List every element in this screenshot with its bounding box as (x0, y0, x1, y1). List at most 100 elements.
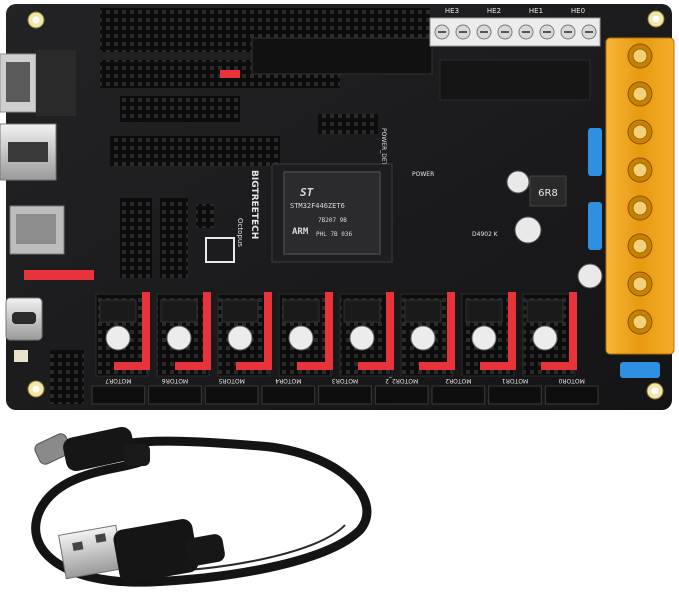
jumper-top (220, 70, 240, 78)
header-block-d (50, 350, 84, 404)
motor-label: MOTOR6 (162, 377, 188, 384)
btt-logo (205, 237, 235, 263)
fuse-bottom (620, 362, 660, 378)
reset-button (14, 350, 28, 362)
aux-headers (120, 96, 240, 122)
motor-label: MOTOR2 (445, 377, 471, 384)
motor-label: MOTOR3 (332, 377, 358, 384)
capacitor-a (506, 170, 530, 194)
driver-socket (522, 292, 577, 377)
driver-socket (461, 292, 516, 377)
cable-loop (31, 436, 372, 587)
mcu-package (283, 171, 381, 255)
jumper-vertical (569, 292, 577, 370)
driver-socket (400, 292, 455, 377)
driver-socket (156, 292, 211, 377)
power-section: 6R8 D4902 K POWER (412, 59, 660, 378)
brand-text: BIGTREETECH (249, 170, 259, 239)
header-block-c (196, 204, 214, 228)
jumper-horizontal (236, 362, 272, 370)
heater-label: HE0 (571, 7, 585, 15)
jumper-vertical (508, 292, 516, 370)
capacitor-b (514, 216, 542, 244)
jumper-vertical (142, 292, 150, 370)
driver-socket (217, 292, 272, 377)
jumper-vertical (447, 292, 455, 370)
heater-label: HE3 (445, 7, 459, 15)
driver-capacitor (349, 325, 375, 351)
main-terminal-block (605, 37, 675, 355)
motor-label: MOTOR0 (558, 377, 584, 384)
jumper-horizontal (480, 362, 516, 370)
diode-label: D4902 K (472, 231, 499, 238)
driver-capacitor (105, 325, 131, 351)
mosfet-row (439, 59, 591, 101)
stepper-driver-sockets (95, 292, 577, 377)
motor-connector (91, 385, 146, 405)
left-edge-connectors (0, 50, 76, 362)
motor-connector (148, 385, 202, 405)
driver-socket (339, 292, 394, 377)
motor-connector (204, 385, 259, 405)
motor-connector (488, 385, 542, 405)
mcu-lot-code: PHL 7B 036 (316, 231, 353, 238)
header-block-b (160, 198, 188, 278)
jumper-horizontal (358, 362, 394, 370)
motor-label: MOTOR1 (502, 377, 528, 384)
driver-capacitor (410, 325, 436, 351)
motor-connector (431, 385, 486, 405)
driver-capacitor (532, 325, 558, 351)
power-det-label: POWER_DET (380, 128, 387, 166)
mcu-date-code: 7B207 9B (318, 217, 347, 224)
driver-capacitor (227, 325, 253, 351)
heater-label: HE2 (487, 7, 501, 15)
motor-label: MOTOR4 (275, 377, 301, 384)
power-det-header (318, 114, 378, 134)
jumper-vertical (325, 292, 333, 370)
usb-a-plug (58, 519, 225, 583)
motor-label: MOTOR2_2 (385, 377, 418, 384)
jumper-vertical (264, 292, 272, 370)
mcu-arm-logo: ARM (292, 227, 309, 237)
motor-connector (544, 385, 599, 405)
driver-capacitor (471, 325, 497, 351)
usb-c-plug (34, 426, 150, 472)
left-header-blocks (24, 198, 214, 404)
exp-headers (110, 136, 280, 166)
jumper-horizontal (175, 362, 211, 370)
fuse-upper (588, 128, 602, 176)
fuse-middle (588, 202, 602, 250)
motor-connector (318, 385, 372, 405)
model-text: Octopus (236, 218, 244, 247)
inductor-label: 6R8 (538, 188, 558, 199)
power-label: POWER (412, 171, 434, 178)
jumper-horizontal (541, 362, 577, 370)
driver-capacitor (166, 325, 192, 351)
board-branding: BIGTREETECH Octopus (205, 170, 259, 263)
usb-cable (31, 426, 372, 587)
motor-label: MOTOR7 (105, 377, 131, 384)
ethernet-housing (36, 50, 76, 116)
motor-label: MOTOR5 (218, 377, 244, 384)
jumper-horizontal (419, 362, 455, 370)
driver-capacitor (288, 325, 314, 351)
motor-connectors: MOTOR7 MOTOR6 MOTOR5 MOTOR4 MOTOR3 MOTOR2_2 MO… (91, 377, 599, 405)
motor-connector (374, 385, 429, 405)
jumper-left-row (24, 270, 94, 280)
mcu-part-number: STM32F446ZET6 (290, 202, 345, 210)
top-connector-rows: POWER_DET (100, 8, 433, 166)
jumper-vertical (203, 292, 211, 370)
driver-socket (95, 292, 150, 377)
capacitor-c (577, 263, 603, 289)
header-block-a (120, 198, 152, 278)
jst-connectors (251, 37, 433, 75)
inductor (529, 175, 567, 207)
jumper-vertical (386, 292, 394, 370)
mcu-chip: ST STM32F446ZET6 7B207 9B ARM PHL 7B 036 (271, 163, 393, 263)
mcu-vendor-logo: ST (300, 186, 314, 199)
jumper-horizontal (297, 362, 333, 370)
motor-connector (261, 385, 316, 405)
driver-socket (278, 292, 333, 377)
